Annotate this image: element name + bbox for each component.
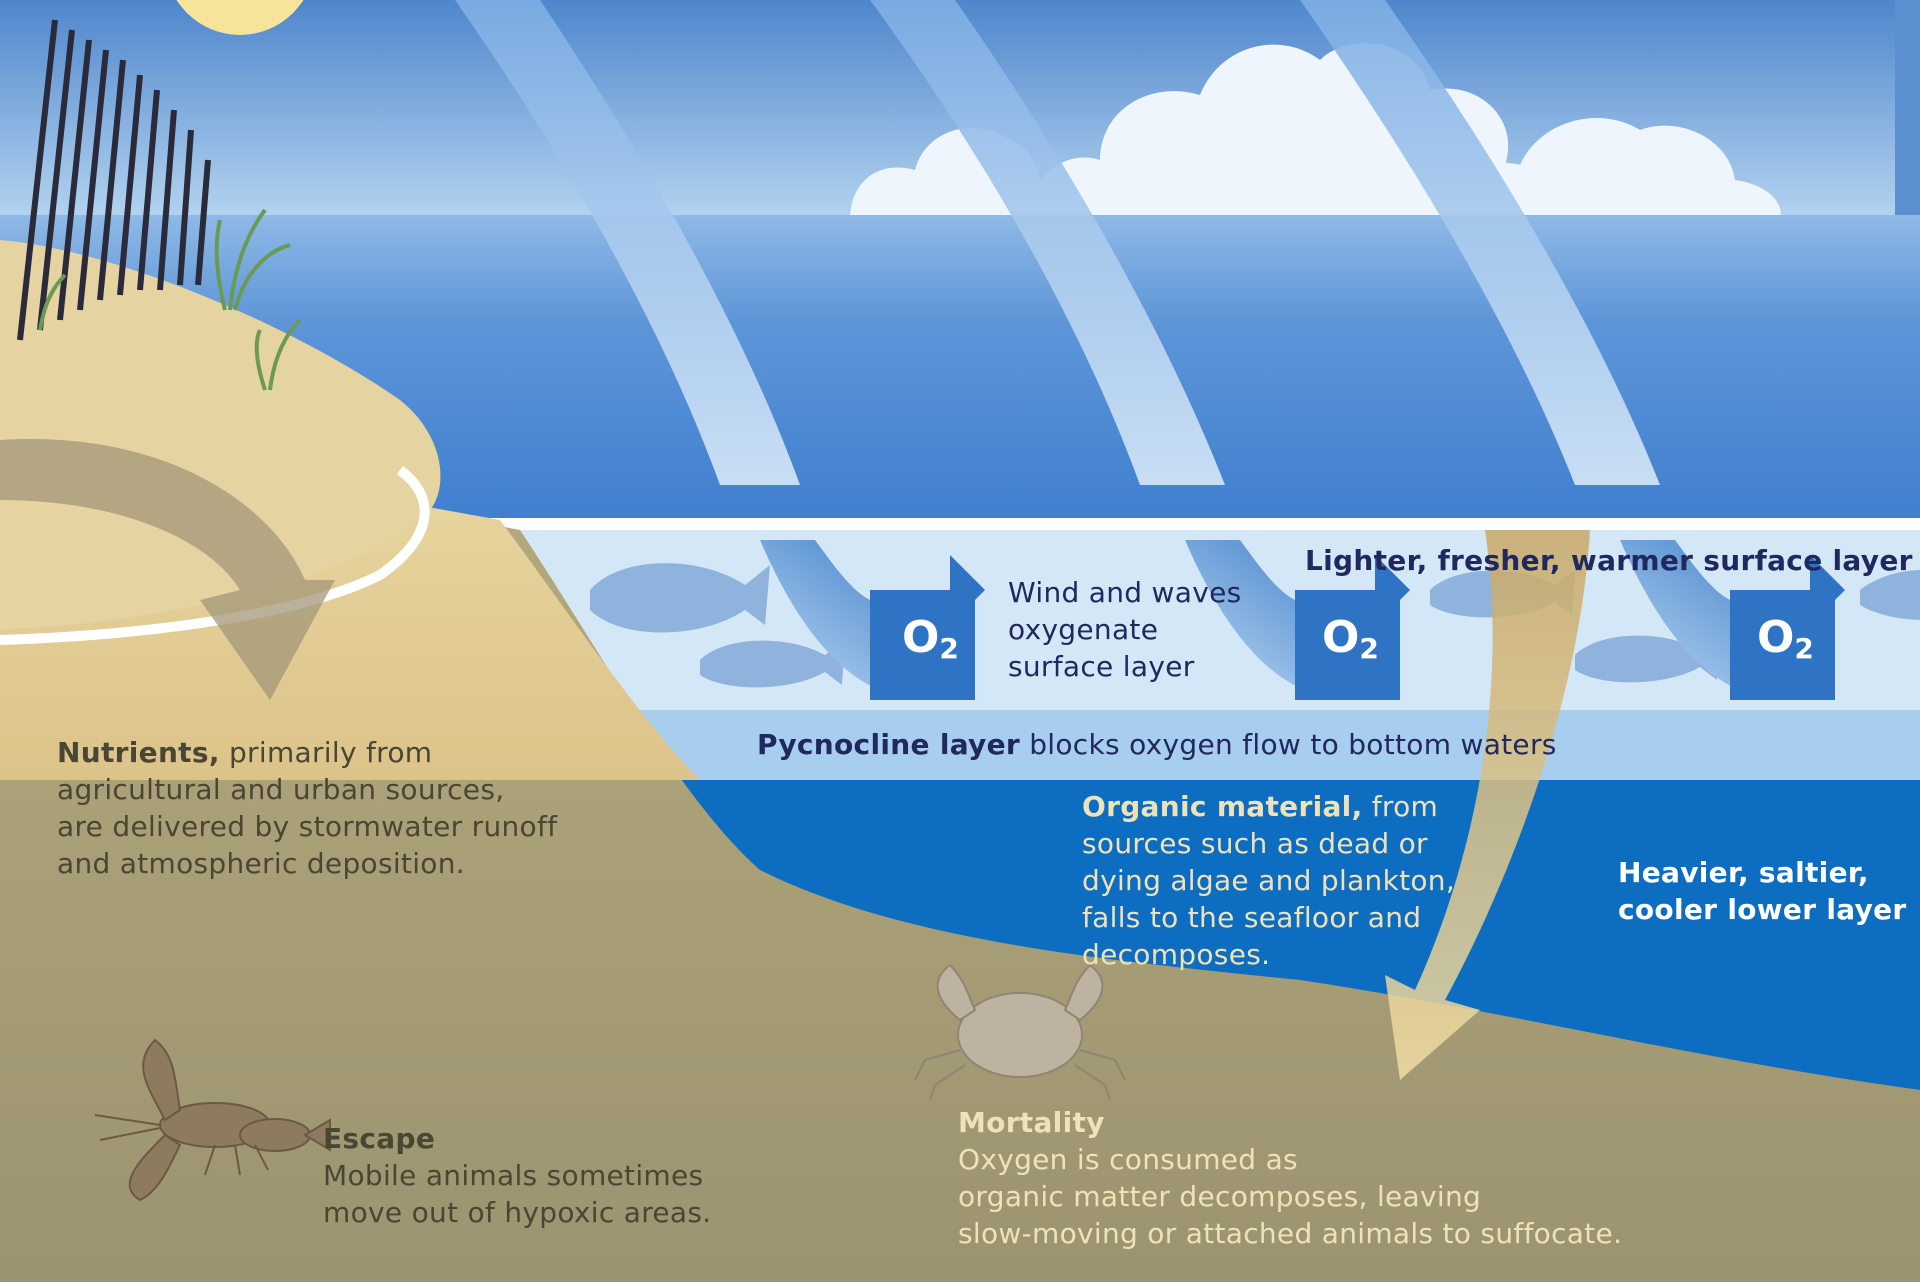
wind-waves-label: Wind and waves oxygenate surface layer — [1008, 576, 1242, 683]
mortality-label: Mortality Oxygen is consumed as organic … — [958, 1106, 1623, 1250]
light-beams — [455, 0, 1660, 485]
o2-symbol-3: O2 — [1757, 612, 1814, 665]
pycnocline-label: Pycnocline layer blocks oxygen flow to b… — [757, 728, 1557, 761]
dune-grass — [38, 208, 302, 391]
fish-silhouettes — [590, 563, 1920, 688]
o2-symbol-2: O2 — [1322, 612, 1379, 665]
nutrient-arrow — [0, 439, 335, 700]
surface-divider — [430, 518, 1920, 530]
organic-arrow — [1385, 530, 1590, 1080]
lobster-illustration — [94, 1038, 331, 1202]
escape-label: Escape Mobile animals sometimes move out… — [323, 1122, 712, 1229]
dune-fence — [17, 19, 211, 341]
organic-material-label: Organic material, from sources such as d… — [1082, 790, 1456, 971]
surface-layer-label: Lighter, fresher, warmer surface layer — [1305, 544, 1913, 577]
shoreline-foam — [0, 466, 430, 645]
o2-symbol-1: O2 — [902, 612, 959, 665]
oxygen-arrows — [760, 540, 1845, 700]
right-edge — [1895, 0, 1920, 215]
nutrients-label: Nutrients, primarily from agricultural a… — [57, 736, 558, 880]
lower-layer-label: Heavier, saltier, cooler lower layer — [1618, 856, 1907, 926]
crab-illustration — [914, 963, 1126, 1101]
sun — [176, 0, 304, 35]
sand-dune — [0, 240, 441, 630]
